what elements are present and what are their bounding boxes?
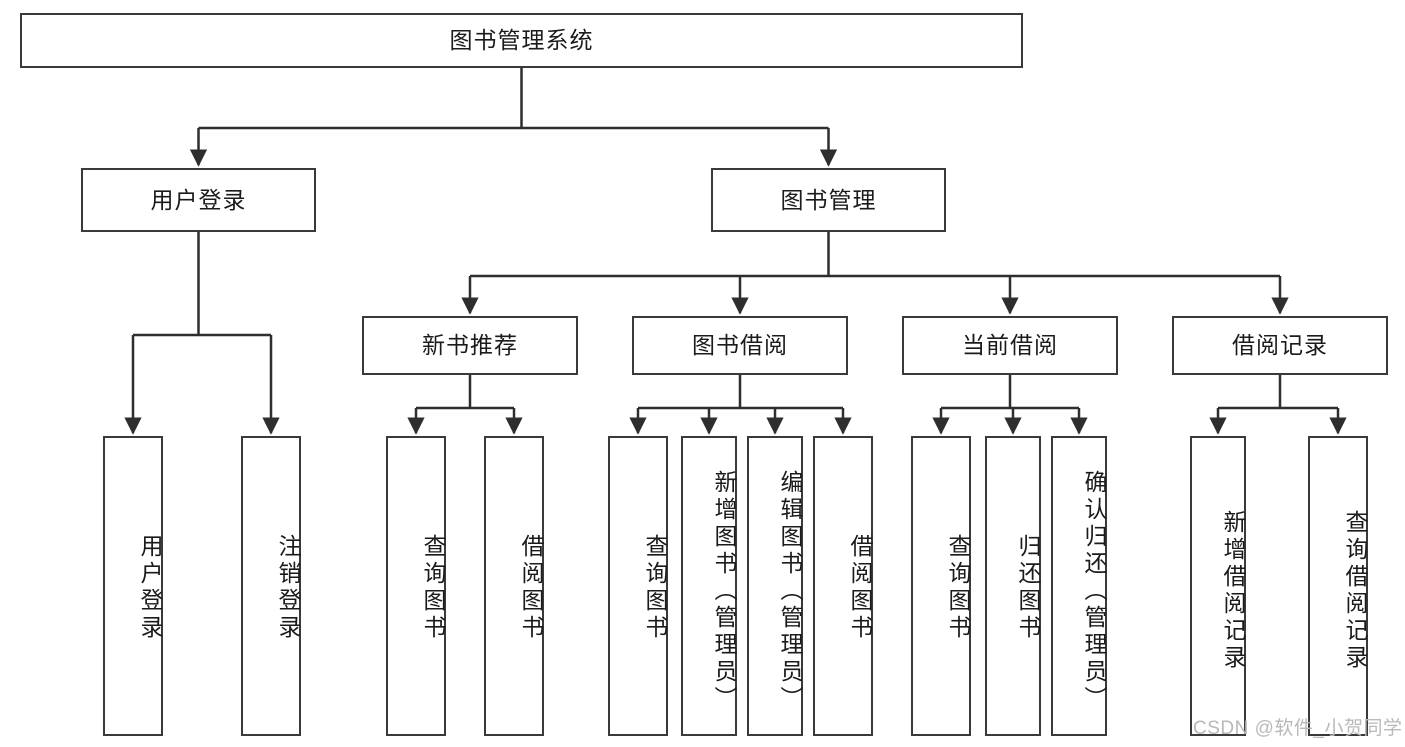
node-leaf-return-book[interactable]: 归还图书 bbox=[985, 436, 1041, 736]
node-label: 借阅图书 bbox=[518, 534, 544, 642]
node-leaf-edit-book[interactable]: 编辑图书（管理员） bbox=[747, 436, 803, 736]
node-leaf-add-record[interactable]: 新增借阅记录 bbox=[1190, 436, 1246, 736]
node-borrow-record[interactable]: 借阅记录 bbox=[1172, 316, 1388, 375]
node-leaf-add-book[interactable]: 新增图书（管理员） bbox=[681, 436, 737, 736]
node-label: 图书借阅 bbox=[692, 332, 788, 358]
node-label: 用户登录 bbox=[150, 186, 247, 213]
node-leaf-query-book-3[interactable]: 查询图书 bbox=[911, 436, 971, 736]
node-label: 确认归还（管理员） bbox=[1081, 469, 1107, 713]
node-leaf-borrow-book-1[interactable]: 借阅图书 bbox=[484, 436, 544, 736]
node-leaf-user-login[interactable]: 用户登录 bbox=[103, 436, 163, 736]
node-label: 借阅记录 bbox=[1232, 332, 1328, 358]
node-label: 归还图书 bbox=[1015, 534, 1041, 642]
node-label: 查询图书 bbox=[420, 534, 446, 642]
node-leaf-query-record[interactable]: 查询借阅记录 bbox=[1308, 436, 1368, 736]
node-label: 查询图书 bbox=[945, 534, 971, 642]
node-label: 查询图书 bbox=[642, 534, 668, 642]
node-leaf-borrow-book-2[interactable]: 借阅图书 bbox=[813, 436, 873, 736]
node-label: 查询借阅记录 bbox=[1342, 510, 1368, 672]
node-book-manage[interactable]: 图书管理 bbox=[711, 168, 946, 232]
node-label: 用户登录 bbox=[137, 534, 163, 642]
node-label: 新书推荐 bbox=[422, 332, 518, 358]
node-label: 注销登录 bbox=[275, 534, 301, 642]
node-label: 编辑图书（管理员） bbox=[777, 469, 803, 713]
node-leaf-query-book-2[interactable]: 查询图书 bbox=[608, 436, 668, 736]
node-book-borrow[interactable]: 图书借阅 bbox=[632, 316, 848, 375]
node-leaf-query-book-1[interactable]: 查询图书 bbox=[386, 436, 446, 736]
node-new-book-rec[interactable]: 新书推荐 bbox=[362, 316, 578, 375]
node-leaf-confirm-return[interactable]: 确认归还（管理员） bbox=[1051, 436, 1107, 736]
node-label: 新增图书（管理员） bbox=[711, 469, 737, 713]
node-current-borrow[interactable]: 当前借阅 bbox=[902, 316, 1118, 375]
node-label: 新增借阅记录 bbox=[1220, 510, 1246, 672]
node-label: 借阅图书 bbox=[847, 534, 873, 642]
node-label: 当前借阅 bbox=[962, 332, 1058, 358]
csdn-watermark: CSDN @软件_小贺同学 bbox=[1193, 718, 1403, 739]
node-leaf-user-logout[interactable]: 注销登录 bbox=[241, 436, 301, 736]
node-label: 图书管理 bbox=[780, 186, 877, 213]
node-user-login[interactable]: 用户登录 bbox=[81, 168, 316, 232]
node-label: 图书管理系统 bbox=[449, 27, 594, 53]
node-root[interactable]: 图书管理系统 bbox=[20, 13, 1023, 68]
